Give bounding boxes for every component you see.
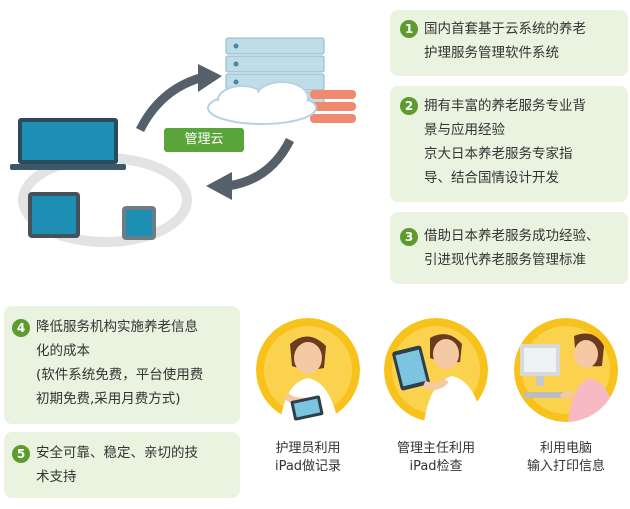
usage-caption-line: iPad检查 bbox=[409, 459, 463, 474]
manager-with-ipad-illustration bbox=[384, 318, 488, 422]
feature-text-line: (软件系统免费，平台使用费 bbox=[36, 367, 204, 383]
tablet-icon bbox=[28, 192, 80, 238]
feature-text-line: 护理服务管理软件系统 bbox=[424, 45, 559, 61]
nurse-with-ipad-illustration bbox=[256, 318, 360, 422]
arrow-up-icon bbox=[135, 73, 202, 133]
usage-caption-line: 管理主任利用 bbox=[396, 441, 475, 456]
feature-text-line: 安全可靠、稳定、亲切的技 bbox=[36, 445, 198, 461]
laptop-icon bbox=[10, 118, 126, 170]
usage-caption-line: iPad做记录 bbox=[274, 459, 342, 474]
feature-box-5: 5 安全可靠、稳定、亲切的技 术支持 bbox=[4, 432, 240, 498]
feature-text-line: 拥有丰富的养老服务专业背 bbox=[424, 98, 586, 114]
feature-number-badge: 4 bbox=[12, 319, 30, 337]
feature-box-1: 1 国内首套基于云系统的养老 护理服务管理软件系统 bbox=[390, 10, 628, 76]
cloud-icon bbox=[207, 81, 317, 125]
cloud-label: 管理云 bbox=[164, 128, 244, 152]
feature-number-badge: 5 bbox=[12, 445, 30, 463]
feature-number-badge: 3 bbox=[400, 228, 418, 246]
feature-text-line: 术支持 bbox=[36, 469, 77, 485]
feature-text-line: 引进现代养老服务管理标准 bbox=[424, 252, 586, 268]
woman-at-computer-illustration bbox=[514, 318, 618, 422]
feature-box-2: 2 拥有丰富的养老服务专业背 景与应用经验 京大日本养老服务专家指 导、结合国情… bbox=[390, 86, 628, 202]
feature-text-line: 国内首套基于云系统的养老 bbox=[424, 21, 586, 37]
feature-text-line: 初期免费,采用月费方式) bbox=[36, 391, 181, 407]
feature-number-badge: 1 bbox=[400, 20, 418, 38]
feature-box-4: 4 降低服务机构实施养老信息 化的成本 (软件系统免费，平台使用费 初期免费,采… bbox=[4, 306, 240, 424]
feature-text-line: 降低服务机构实施养老信息 bbox=[36, 319, 198, 335]
feature-text-line: 借助日本养老服务成功经验、 bbox=[424, 228, 600, 244]
feature-text-line: 化的成本 bbox=[36, 343, 90, 359]
phone-icon bbox=[122, 206, 156, 240]
usage-caption-line: 利用电脑 bbox=[539, 441, 592, 456]
arrow-down-icon bbox=[227, 137, 295, 191]
usage-caption-line: 输入打印信息 bbox=[526, 459, 605, 474]
cloud-system-diagram bbox=[10, 37, 356, 247]
feature-text-line: 京大日本养老服务专家指 bbox=[424, 146, 573, 162]
feature-text-line: 导、结合国情设计开发 bbox=[424, 170, 559, 186]
usage-caption-line: 护理员利用 bbox=[275, 441, 341, 456]
storage-icon bbox=[310, 90, 356, 123]
feature-text-line: 景与应用经验 bbox=[424, 122, 505, 138]
nurse-with-ipad-icon bbox=[256, 318, 360, 422]
feature-box-3: 3 借助日本养老服务成功经验、 引进现代养老服务管理标准 bbox=[390, 212, 628, 284]
manager-with-ipad-icon bbox=[384, 318, 488, 422]
feature-number-badge: 2 bbox=[400, 97, 418, 115]
woman-at-computer-icon bbox=[514, 318, 618, 422]
